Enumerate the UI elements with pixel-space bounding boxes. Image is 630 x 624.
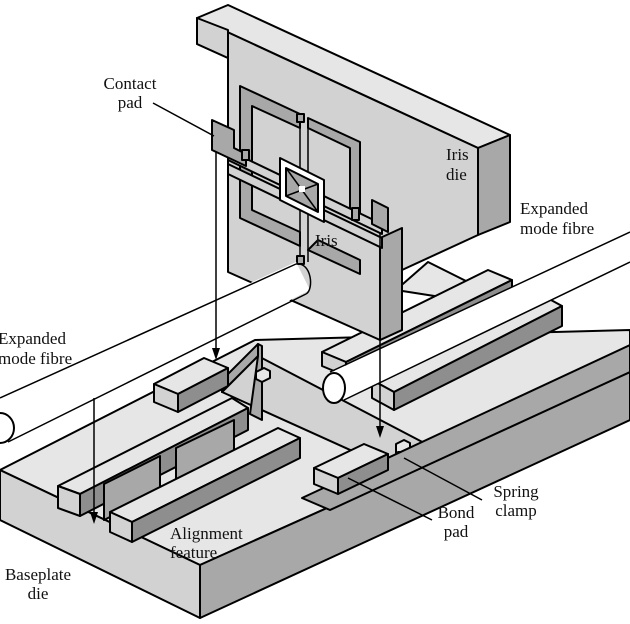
arrow-head-right-pad — [376, 426, 384, 438]
iris-aperture — [299, 186, 305, 192]
fibre-left-far-end — [295, 263, 312, 295]
iris-pad-small-right — [351, 207, 360, 221]
label-alignment-feature-line1: Alignment — [170, 524, 243, 543]
expanded-mode-fibre-left — [0, 262, 312, 444]
label-spring-clamp-line1: Spring — [493, 482, 539, 501]
label-iris-die-line1: Iris — [446, 145, 469, 164]
label-baseplate-die-line2: die — [28, 584, 49, 603]
spring-clamp-post-left — [255, 367, 271, 383]
fibre-well — [221, 343, 431, 469]
label-bond-pad-line1: Bond — [438, 503, 475, 522]
bond-pad-block-side — [337, 453, 389, 495]
label-iris-die-line2: die — [446, 165, 467, 184]
label-alignment-feature-line2: feature — [170, 543, 217, 562]
iris-anchor-bottom — [296, 255, 305, 265]
iris-die-side-upper — [477, 134, 511, 236]
iris-die — [196, 4, 511, 341]
iris-die-side-lower — [379, 227, 403, 341]
iris-die-left-strip — [196, 17, 229, 59]
label-spring-clamp-line2: clamp — [495, 501, 537, 520]
labels: Contact pad Iris die Iris Expanded mode … — [0, 74, 594, 603]
label-iris: Iris — [315, 231, 338, 250]
fibre-left-body — [0, 262, 310, 442]
label-fibre-right-line1: Expanded — [520, 199, 588, 218]
iris-anchor-top — [296, 113, 305, 123]
projection-arrows — [90, 152, 384, 524]
label-bond-pad-line2: pad — [444, 522, 469, 541]
leader-spring-clamp — [403, 457, 483, 501]
label-fibre-left-line2: mode fibre — [0, 349, 72, 368]
leader-contact-pad — [152, 102, 215, 137]
contact-pad-right — [371, 199, 389, 233]
fibre-left-end — [0, 412, 15, 444]
leader-lines — [152, 102, 483, 521]
iris-pad-small-left — [241, 149, 250, 161]
leader-bond-pad — [347, 477, 433, 521]
arrow-head-fibre — [90, 512, 98, 524]
label-fibre-left-line1: Expanded — [0, 329, 66, 348]
label-contact-pad-line1: Contact — [104, 74, 157, 93]
expanded-mode-fibre-right — [322, 231, 630, 404]
lower-block-side — [393, 305, 563, 411]
arrow-head-left-pad — [212, 348, 220, 360]
label-baseplate-die-line1: Baseplate — [5, 565, 71, 584]
fibre-right-body — [332, 232, 630, 400]
alignment-feature-side — [131, 437, 301, 543]
fibre-right-end — [322, 372, 346, 404]
label-contact-pad-line2: pad — [118, 93, 143, 112]
small-block-side — [177, 367, 229, 413]
label-fibre-right-line2: mode fibre — [520, 219, 594, 238]
left-alignment-blocks — [57, 357, 389, 543]
iris-frame-right-bottom — [307, 239, 361, 275]
